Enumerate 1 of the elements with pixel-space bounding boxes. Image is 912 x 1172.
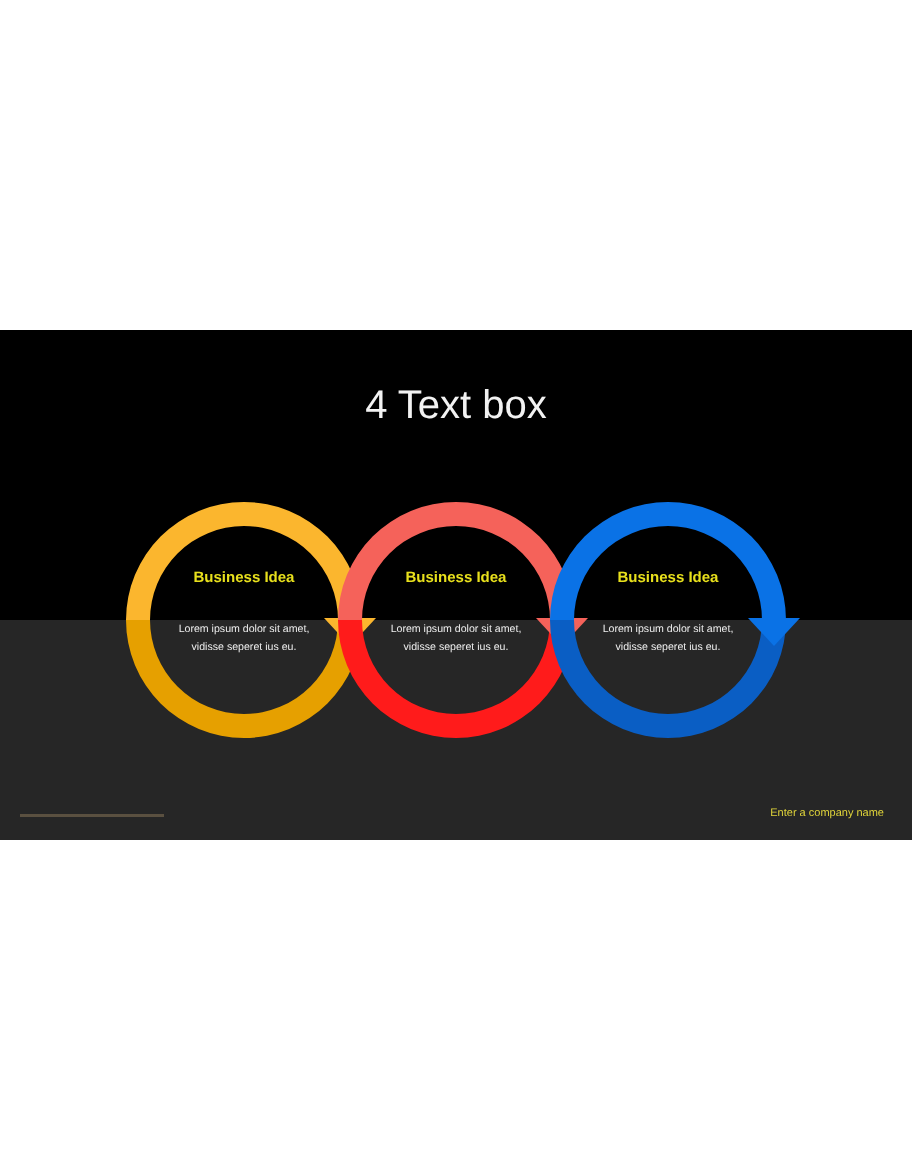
slide-title: 4 Text box <box>363 384 549 430</box>
